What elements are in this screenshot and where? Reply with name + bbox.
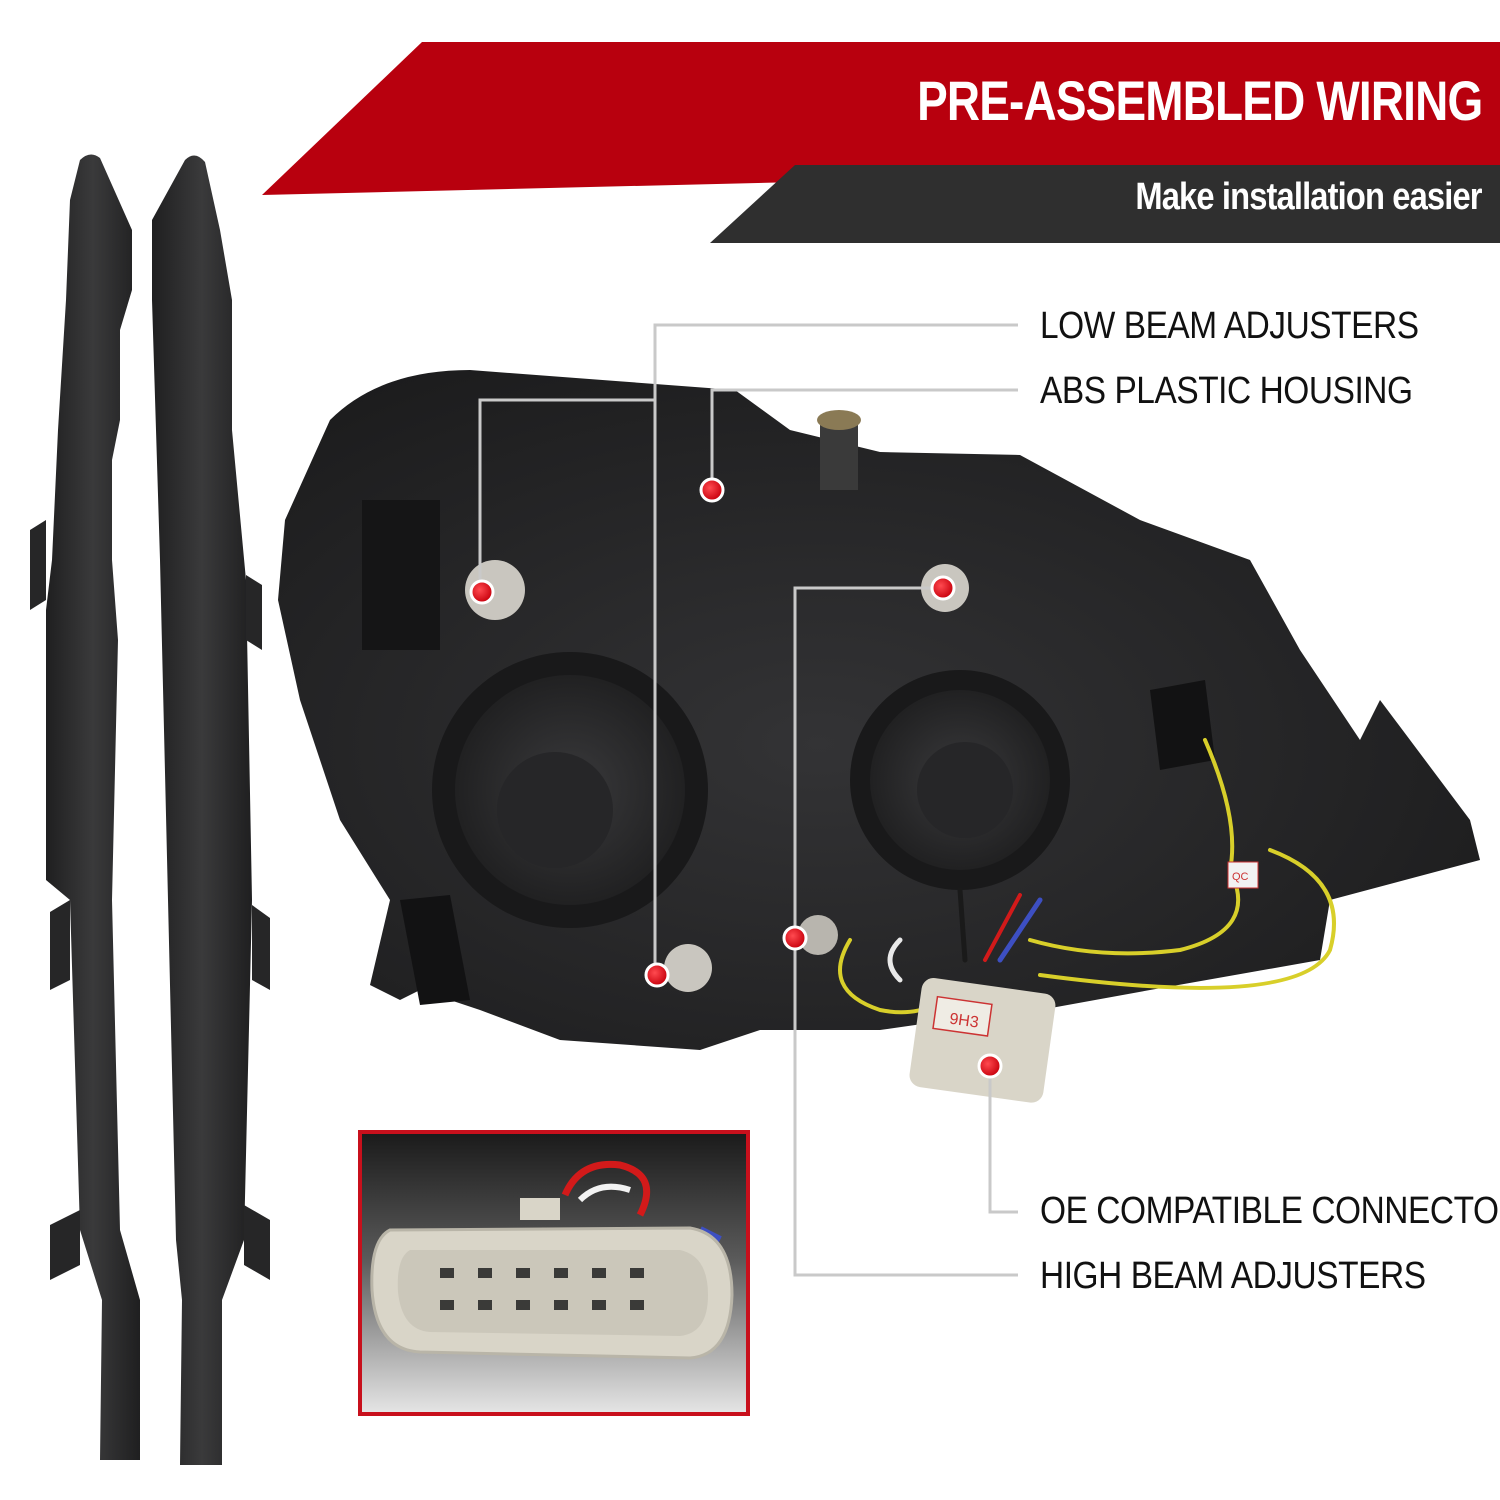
qc-sticker: QC [1227, 861, 1259, 889]
harness-connector: 9H3 [909, 978, 1056, 1103]
trim-strip-right [152, 155, 270, 1465]
title-banner [262, 42, 1500, 195]
wiring-harness [838, 738, 1336, 1015]
callout-dot-connector [977, 1053, 1003, 1079]
qc-label: QC [1232, 871, 1249, 883]
callout-dot-low-beam-top [469, 579, 495, 605]
trim-strip-left [30, 154, 140, 1460]
connector-inset [358, 1130, 750, 1416]
banner-subtitle: Make installation easier [1135, 176, 1483, 218]
banner-title: PRE-ASSEMBLED WIRING [916, 69, 1483, 132]
connector-tag: 9H3 [948, 1011, 980, 1032]
subtitle-banner [710, 165, 1500, 243]
callout-dot-low-beam-bottom [644, 962, 670, 988]
callout-low-beam-adjusters: LOW BEAM ADJUSTERS [1040, 305, 1419, 347]
callout-dots [469, 477, 1003, 1079]
headlamp-housing [278, 370, 1480, 1050]
callout-dot-high-beam-bottom [782, 925, 808, 951]
callout-abs-plastic-housing: ABS PLASTIC HOUSING [1040, 370, 1413, 412]
callout-high-beam-adjusters: HIGH BEAM ADJUSTERS [1040, 1255, 1426, 1297]
callout-oe-compatible-connector: OE COMPATIBLE CONNECTOR [1040, 1190, 1500, 1232]
callout-dot-abs-housing [699, 477, 725, 503]
callout-dot-high-beam-top [930, 575, 956, 601]
